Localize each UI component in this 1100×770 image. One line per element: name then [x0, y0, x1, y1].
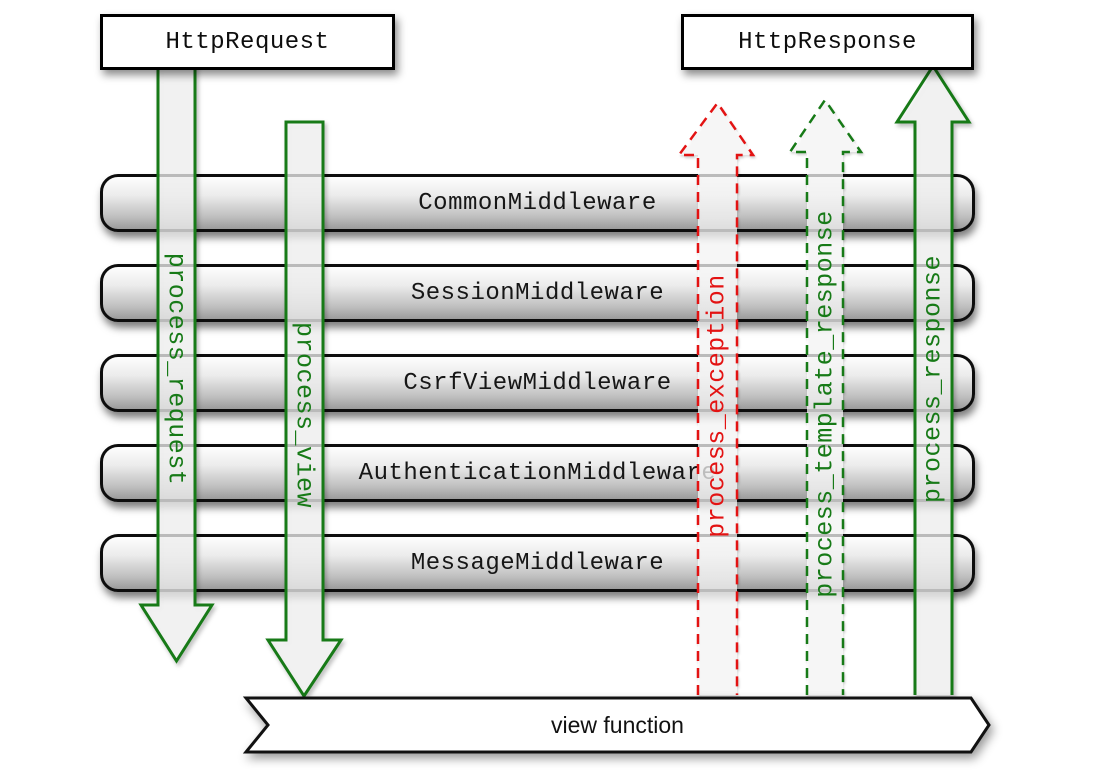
process-view-label: process_view	[289, 321, 319, 509]
middleware-bar-csrf: CsrfViewMiddleware	[100, 354, 975, 412]
middleware-bar-label: SessionMiddleware	[410, 279, 665, 307]
middleware-bar-label: CommonMiddleware	[418, 189, 657, 217]
middleware-bar-label: AuthenticationMiddleware	[358, 459, 717, 487]
process-exception-label: process_exception	[702, 274, 732, 538]
middleware-bar-common: CommonMiddleware	[100, 174, 975, 232]
process-request-label: process_request	[161, 252, 191, 486]
process-response-label: process_response	[918, 254, 948, 504]
middleware-bar-label: MessageMiddleware	[410, 549, 665, 577]
http-request-box: HttpRequest	[100, 14, 395, 70]
view-function-label: view function	[551, 711, 684, 738]
middleware-bar-authentication: AuthenticationMiddleware	[100, 444, 975, 502]
middleware-bar-label: CsrfViewMiddleware	[403, 369, 672, 397]
http-response-label: HttpResponse	[738, 28, 917, 56]
middleware-bar-message: MessageMiddleware	[100, 534, 975, 592]
http-request-label: HttpRequest	[165, 28, 330, 56]
middleware-bar-session: SessionMiddleware	[100, 264, 975, 322]
process-template-response-label: process_template_response	[810, 210, 840, 598]
http-response-box: HttpResponse	[681, 14, 974, 70]
